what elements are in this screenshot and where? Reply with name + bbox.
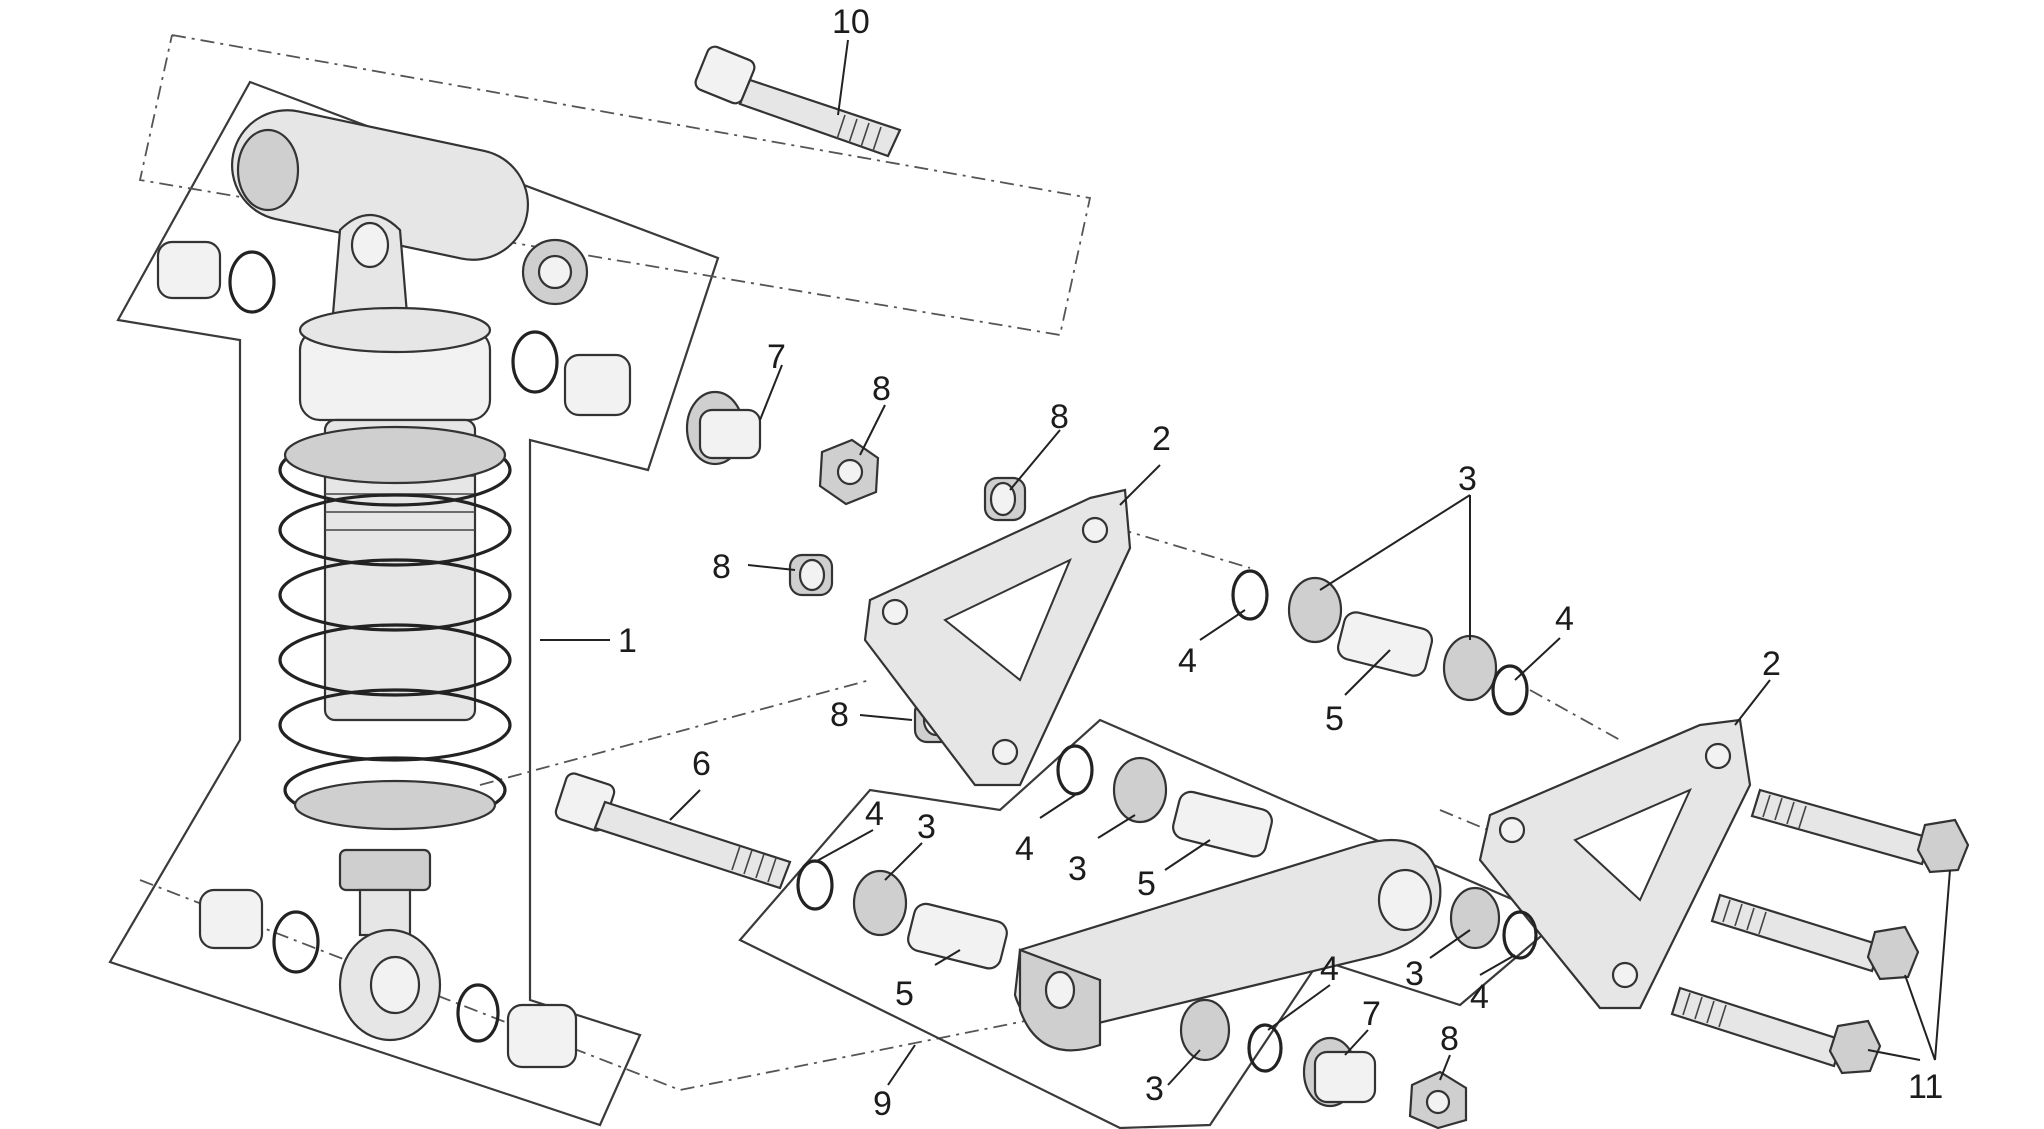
- bolts-11: [1670, 788, 1970, 1075]
- bolt-10: [694, 45, 902, 158]
- shock-bottom-bushing-left: [198, 888, 320, 974]
- callout-7-upper: 7: [767, 338, 786, 376]
- callout-8-a: 8: [872, 370, 891, 408]
- bearing-set-upper: [1231, 569, 1529, 716]
- bearing-set-lower: [796, 859, 1008, 970]
- callout-11: 11: [1908, 1068, 1943, 1106]
- callout-4-d: 4: [1015, 830, 1034, 868]
- callout-3-upper: 3: [1458, 460, 1477, 498]
- bearing-set-bottom: [1179, 998, 1283, 1073]
- callout-9: 9: [873, 1085, 892, 1123]
- shock-absorber: [230, 109, 589, 1042]
- bearing-set-right: [1449, 886, 1538, 960]
- shock-top-bushing-left: [156, 240, 276, 314]
- callout-8-e: 8: [1440, 1020, 1459, 1058]
- linkage-group-outline: [738, 718, 1563, 1129]
- nut-8-e: [1408, 1070, 1468, 1129]
- callout-6: 6: [692, 745, 711, 783]
- callouts: 10 7 8 8 2 3 8 1 4 4 5 2 8 6 4 3 5 4 3 5…: [618, 3, 1943, 1123]
- connecting-link-9: [1013, 838, 1442, 1052]
- callout-5-upper: 5: [1325, 700, 1344, 738]
- callout-4-b: 4: [1555, 600, 1574, 638]
- callout-1: 1: [618, 622, 637, 660]
- bearing-set-middle: [1056, 744, 1273, 858]
- link-plate-2-right: [1478, 718, 1752, 1010]
- callout-2-right: 2: [1762, 645, 1781, 683]
- callout-2-left: 2: [1152, 420, 1171, 458]
- callout-8-d: 8: [830, 696, 849, 734]
- callout-3-lower: 3: [917, 808, 936, 846]
- callout-5-middle: 5: [1137, 865, 1156, 903]
- nut-8-c: [788, 553, 834, 597]
- callout-5-lower: 5: [895, 975, 914, 1013]
- leader-lines: [540, 39, 1951, 1086]
- nut-8-a: [818, 438, 880, 506]
- callout-4-f: 4: [1320, 950, 1339, 988]
- callout-8-c: 8: [712, 548, 731, 586]
- shock-top-bushing-right: [511, 330, 632, 417]
- callout-3-right: 3: [1405, 955, 1424, 993]
- callout-4-a: 4: [1178, 642, 1197, 680]
- callout-10: 10: [832, 3, 870, 41]
- nut-8-b: [983, 476, 1027, 522]
- link-plate-2-left: [863, 488, 1132, 787]
- shock-absorber-group-outline: [108, 80, 720, 1127]
- spacer-7-upper: [685, 390, 762, 466]
- callout-3-bottom: 3: [1145, 1070, 1164, 1108]
- bolt-6: [554, 772, 792, 890]
- callout-4-e: 4: [1470, 978, 1489, 1016]
- callout-8-b: 8: [1050, 398, 1069, 436]
- callout-7-lower: 7: [1362, 995, 1381, 1033]
- callout-4-c: 4: [865, 795, 884, 833]
- spacer-7-lower: [1302, 1036, 1377, 1108]
- shock-bottom-bushing-right: [456, 983, 578, 1069]
- callout-3-middle: 3: [1068, 850, 1087, 888]
